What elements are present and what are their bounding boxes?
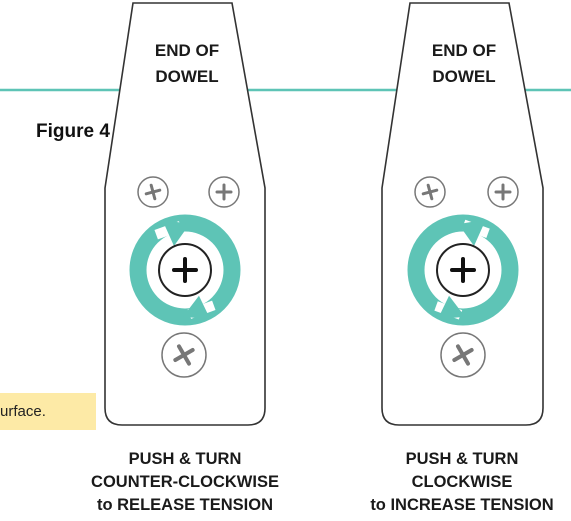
end-label-line2: DOWEL xyxy=(432,67,496,86)
plus-screw-icon xyxy=(414,176,446,208)
panel-left-outline xyxy=(104,2,266,426)
caption-line1: PUSH & TURN xyxy=(405,450,519,468)
caption-right: PUSH & TURN CLOCKWISE to INCREASE TENSIO… xyxy=(362,448,562,517)
end-label-line2: DOWEL xyxy=(155,67,219,86)
end-label-line1: END OF xyxy=(154,41,220,60)
plus-screw-icon xyxy=(487,176,519,208)
panel-right xyxy=(381,2,544,426)
caption-line3: to INCREASE TENSION xyxy=(370,496,554,514)
panel-right-outline xyxy=(381,2,544,426)
caption-line3: to RELEASE TENSION xyxy=(96,496,273,514)
figure-label: Figure 4 xyxy=(36,121,110,142)
plus-screw-icon xyxy=(208,176,240,208)
rotation-arrow-icon xyxy=(129,214,241,326)
cross-screw-icon xyxy=(440,332,486,378)
caption-line1: PUSH & TURN xyxy=(128,450,242,468)
plus-screw-icon xyxy=(436,243,490,297)
plus-screw-icon xyxy=(137,176,169,208)
caption-line2: CLOCKWISE xyxy=(411,473,513,491)
cross-screw-icon xyxy=(161,332,207,378)
note-text: urface. xyxy=(0,403,46,420)
plus-screw-icon xyxy=(158,243,212,297)
end-of-dowel-label-left: END OF DOWEL xyxy=(127,38,247,90)
caption-line2: COUNTER-CLOCKWISE xyxy=(91,473,279,491)
rotation-arrow-icon xyxy=(407,214,519,326)
caption-left: PUSH & TURN COUNTER-CLOCKWISE to RELEASE… xyxy=(85,448,285,517)
end-label-line1: END OF xyxy=(431,41,497,60)
end-of-dowel-label-right: END OF DOWEL xyxy=(404,38,524,90)
panel-left xyxy=(104,2,266,426)
note-callout: urface. xyxy=(0,393,96,430)
